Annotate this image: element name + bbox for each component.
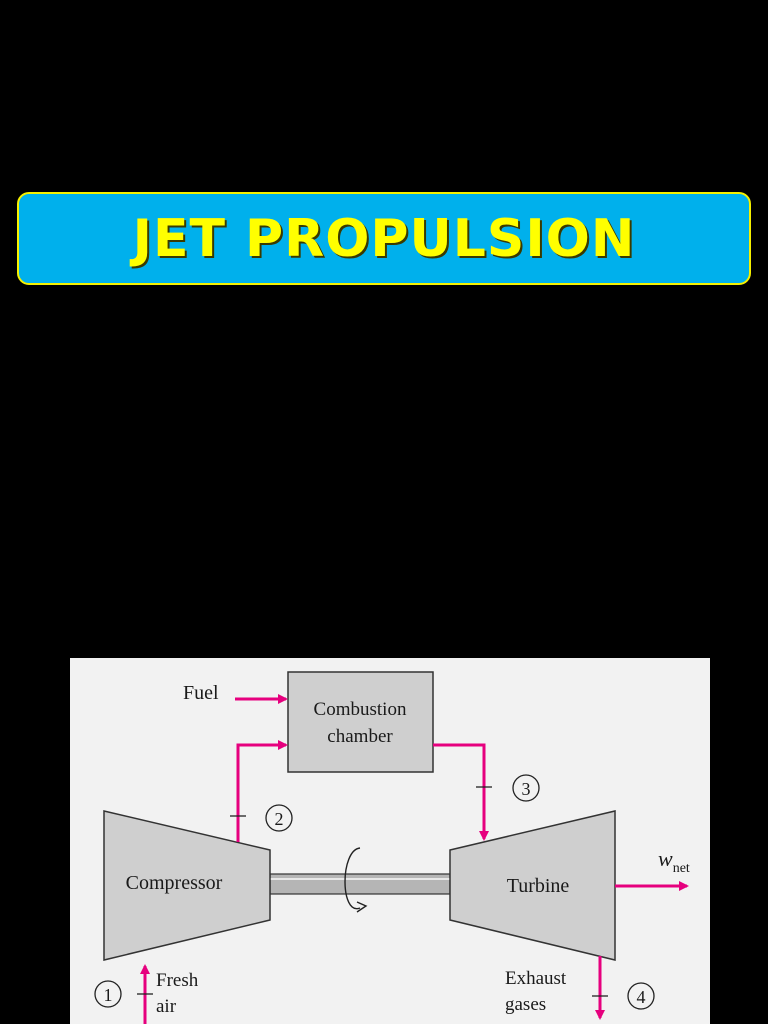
state-1-marker: [94, 980, 122, 1008]
net-work-subscript: net: [673, 861, 690, 876]
net-work-symbol: w: [658, 846, 673, 871]
combustion-chamber: [287, 671, 434, 773]
rotation-arrow-icon: [344, 847, 361, 910]
rotation-arrowhead-icon: [356, 901, 368, 913]
title-banner: JET PROPULSION: [17, 192, 751, 285]
exhaust-label-line2: gases: [505, 994, 546, 1015]
state-2-label: 2: [275, 809, 284, 829]
compressor-label: Compressor: [126, 872, 223, 894]
combustion-chamber-label-line2: chamber: [327, 726, 393, 747]
exhaust-label-line1: Exhaust: [505, 968, 567, 989]
net-work-label: wnet: [658, 846, 690, 876]
state-3-label: 3: [522, 779, 531, 799]
state-4-label: 4: [637, 987, 646, 1007]
fresh-air-label-line2: air: [156, 996, 177, 1017]
diagram-canvas: Compressor Turbine Combustion chamber Fu…: [94, 671, 690, 1024]
turbine-label: Turbine: [507, 875, 570, 897]
state-4-marker: [627, 982, 655, 1010]
compressor-outlet-flow: [236, 740, 288, 842]
fresh-air-label-line1: Fresh: [156, 970, 199, 991]
combustion-chamber-label-line1: Combustion: [314, 699, 407, 720]
state-2-marker: [265, 804, 293, 832]
turbine-inlet-flow: [433, 743, 489, 841]
fuel-label: Fuel: [183, 682, 219, 704]
gas-turbine-diagram: Compressor Turbine Combustion chamber Fu…: [70, 658, 710, 1024]
state-1-label: 1: [104, 985, 113, 1005]
turbine: [449, 810, 616, 961]
compressor: [103, 810, 271, 961]
slide-title: JET PROPULSION: [132, 208, 636, 269]
state-3-marker: [512, 774, 540, 802]
shaft: [269, 873, 451, 895]
